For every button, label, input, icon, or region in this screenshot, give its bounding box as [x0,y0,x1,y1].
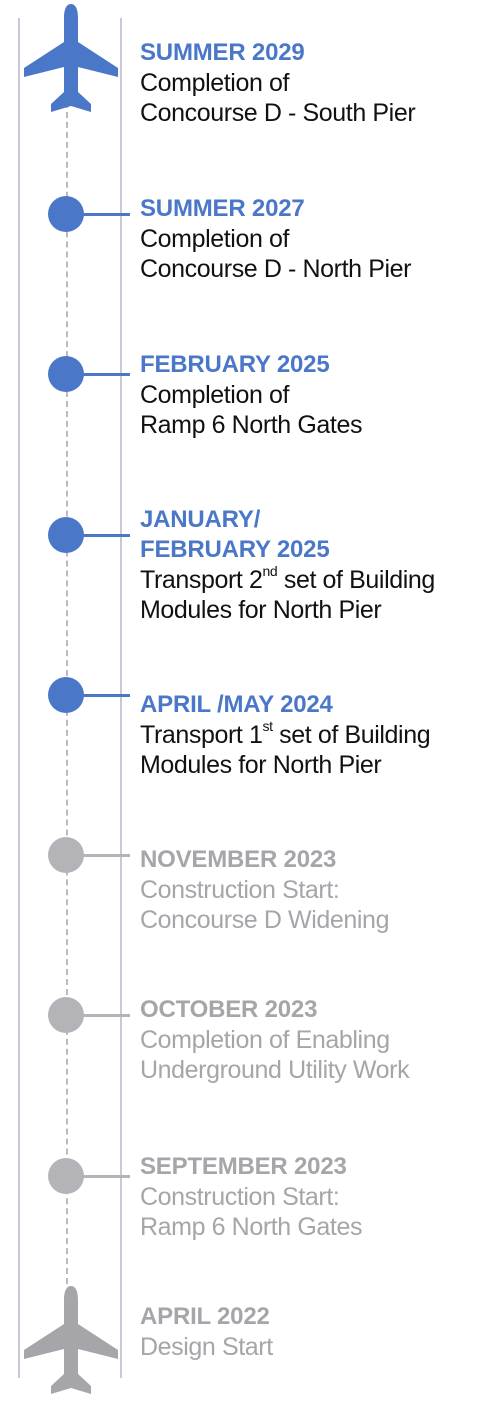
timeline-event [0,356,502,392]
event-description-line: Construction Start: [140,876,340,904]
timeline-entry: SEPTEMBER 2023 Construction Start: Ramp … [140,1152,495,1242]
milestone-connector [66,534,130,537]
milestone-connector [66,1175,130,1178]
milestone-connector [66,373,130,376]
timeline-entry: OCTOBER 2023 Completion of Enabling Unde… [140,995,495,1085]
airplane-icon [24,1286,118,1402]
event-date: SUMMER 2029 [140,39,305,66]
event-description-line: Transport 1st set of Building [140,717,495,750]
timeline-event [0,677,502,713]
event-description-line: Completion of Enabling [140,1026,390,1054]
milestone-connector [66,694,130,697]
event-description-line: Concourse D Widening [140,906,390,934]
timeline-event [0,997,502,1033]
timeline-entry: APRIL 2022 Design Start [140,1302,495,1362]
event-description-line: Transport 2nd set of Building [140,562,495,595]
milestone-connector [66,1014,130,1017]
event-description-line: Completion of [140,381,290,409]
event-description-segment: Transport 1 [140,721,263,749]
event-date: NOVEMBER 2023 [140,846,337,873]
timeline-event [0,517,502,553]
timeline-entry: SUMMER 2029 Completion of Concourse D - … [140,38,495,128]
timeline-event [0,837,502,873]
event-description-line: Concourse D - South Pier [140,99,416,127]
event-date: APRIL /MAY 2024 [140,691,333,718]
timeline-event [0,196,502,232]
timeline-event [0,1158,502,1194]
airplane-icon [24,4,118,120]
event-description-line: Completion of [140,225,290,253]
timeline-frame [18,18,122,1378]
event-description-segment: set of Building [272,721,431,749]
event-date: FEBRUARY 2025 [140,536,330,563]
event-date: JANUARY/ [140,506,261,533]
event-description-segment: Transport 2 [140,566,263,594]
event-description-line: Ramp 6 North Gates [140,1213,363,1241]
timeline-entry: FEBRUARY 2025 Completion of Ramp 6 North… [140,350,495,440]
ordinal-suffix: st [262,717,273,734]
timeline-entry: SUMMER 2027 Completion of Concourse D - … [140,194,495,284]
event-date: OCTOBER 2023 [140,996,318,1023]
timeline-entry: JANUARY/ FEBRUARY 2025 Transport 2nd set… [140,505,495,625]
event-date: SEPTEMBER 2023 [140,1153,347,1180]
milestone-connector [66,213,130,216]
event-date: SUMMER 2027 [140,195,305,222]
event-description-line: Modules for North Pier [140,751,382,779]
event-description-line: Ramp 6 North Gates [140,411,363,439]
event-description-line: Completion of [140,69,290,97]
timeline-entry: APRIL /MAY 2024 Transport 1st set of Bui… [140,690,495,780]
event-description-line: Construction Start: [140,1183,340,1211]
milestone-connector [66,854,130,857]
event-date: FEBRUARY 2025 [140,351,330,378]
ordinal-suffix: nd [262,562,278,579]
event-date: APRIL 2022 [140,1303,270,1330]
timeline-entry: NOVEMBER 2023 Construction Start: Concou… [140,845,495,935]
event-description-line: Underground Utility Work [140,1056,410,1084]
event-description-line: Concourse D - North Pier [140,255,412,283]
event-description-line: Modules for North Pier [140,596,382,624]
event-description-line: Design Start [140,1333,273,1361]
event-description-segment: set of Building [277,566,435,594]
